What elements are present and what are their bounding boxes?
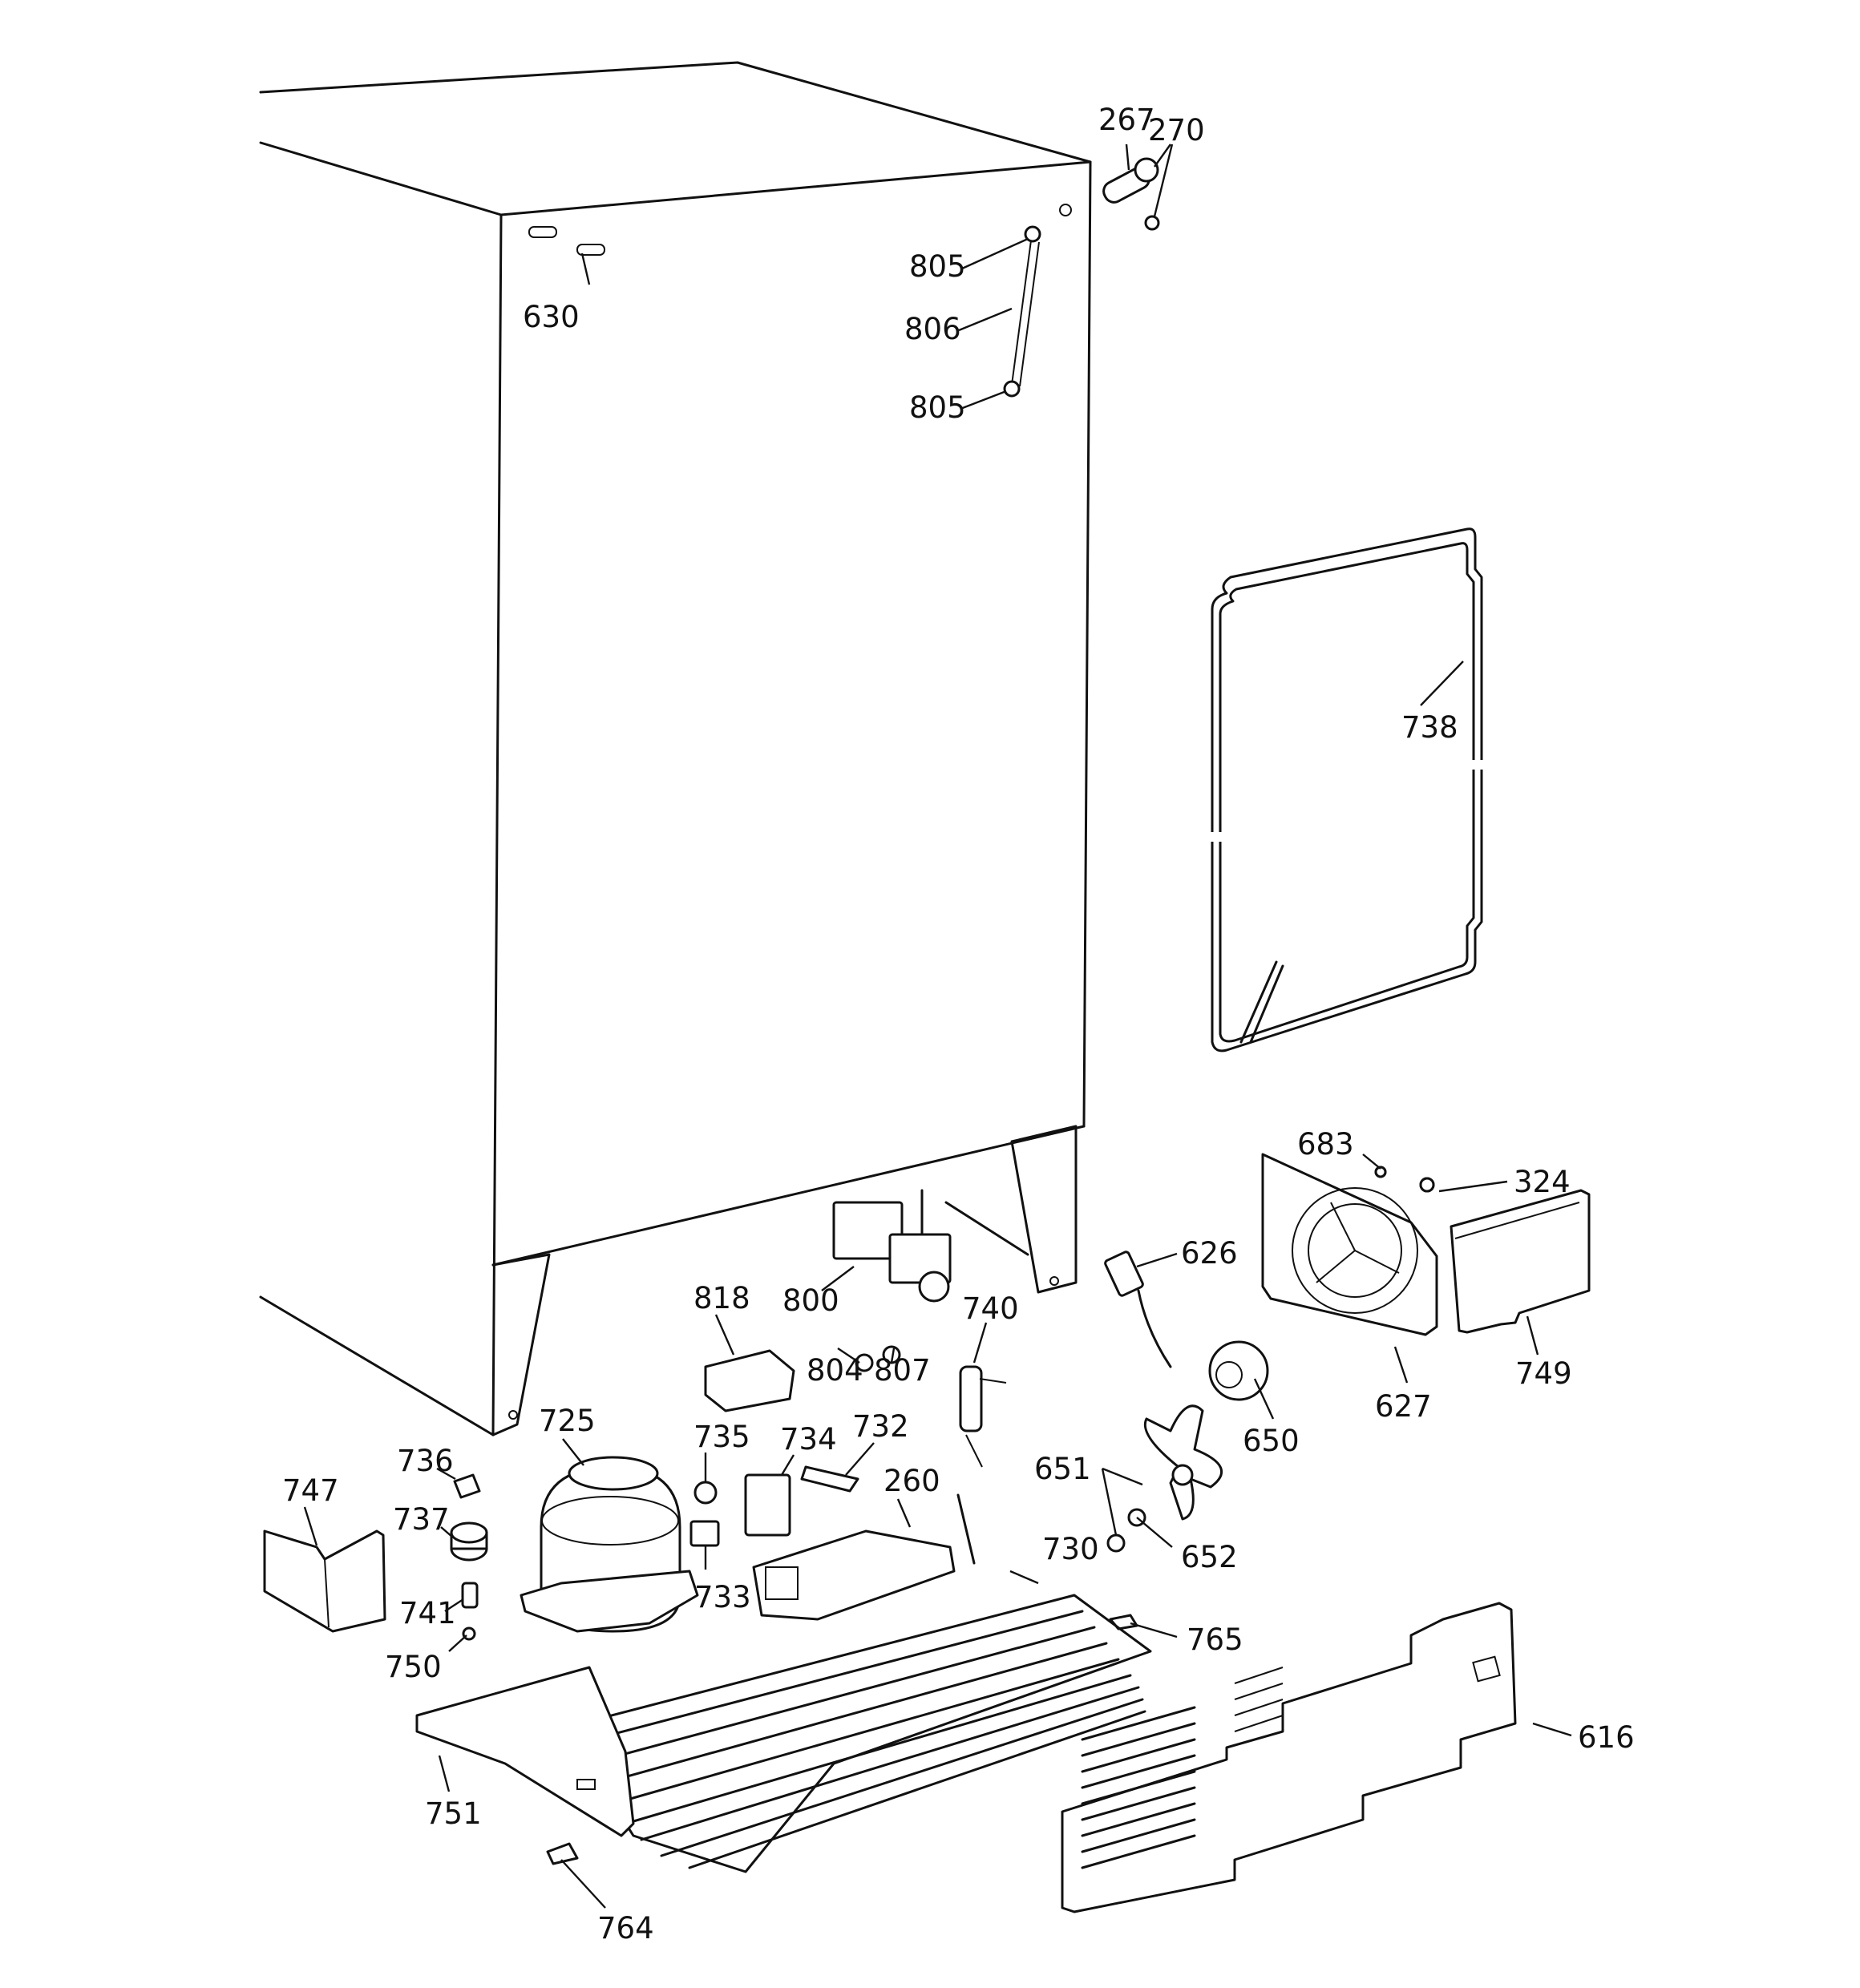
condenser-coils — [576, 1610, 1146, 1869]
label-741: 741 — [399, 1596, 456, 1630]
grommet-736 — [453, 1473, 481, 1499]
compressor-725 — [520, 1456, 699, 1633]
label-270: 270 — [1148, 113, 1205, 147]
label-747: 747 — [282, 1473, 339, 1508]
label-733: 733 — [694, 1580, 751, 1614]
cover-749 — [1450, 1189, 1591, 1334]
component-740 — [959, 1365, 1007, 1468]
label-765: 765 — [1187, 1622, 1243, 1657]
label-735: 735 — [693, 1420, 750, 1454]
leader-lines — [303, 143, 1572, 1909]
fan-shroud-627 — [1261, 1153, 1438, 1336]
clip-765 — [1109, 1614, 1138, 1630]
label-652: 652 — [1181, 1540, 1238, 1574]
base-pan-751 — [415, 1666, 635, 1837]
label-805-bottom: 805 — [909, 390, 966, 425]
label-804: 804 — [807, 1353, 863, 1388]
label-616: 616 — [1578, 1720, 1635, 1755]
part-labels: 267 270 630 805 806 805 738 683 324 626 … — [282, 103, 1635, 1946]
spacer-741 — [461, 1582, 479, 1609]
label-737: 737 — [393, 1502, 450, 1537]
clip-732 — [800, 1465, 859, 1493]
label-725: 725 — [539, 1404, 596, 1438]
drain-pan-260 — [752, 1529, 956, 1621]
relay-734 — [744, 1473, 791, 1537]
label-740: 740 — [962, 1291, 1019, 1326]
label-732: 732 — [852, 1409, 909, 1444]
grommet-737 — [450, 1521, 488, 1562]
label-800: 800 — [782, 1283, 839, 1318]
label-751: 751 — [425, 1796, 482, 1831]
label-626: 626 — [1181, 1236, 1238, 1271]
bracket-818 — [704, 1349, 795, 1412]
rear-grille-616 — [1061, 1602, 1517, 1913]
label-734: 734 — [780, 1422, 837, 1457]
label-807: 807 — [874, 1353, 931, 1388]
label-750: 750 — [385, 1650, 442, 1684]
label-324: 324 — [1514, 1165, 1571, 1199]
overload-733 — [689, 1520, 720, 1547]
label-736: 736 — [397, 1444, 454, 1478]
label-738: 738 — [1401, 710, 1458, 745]
grommet-735 — [693, 1481, 718, 1505]
water-valve-800 — [832, 1189, 952, 1372]
label-683: 683 — [1297, 1127, 1354, 1162]
label-805-top: 805 — [909, 249, 966, 284]
label-764: 764 — [597, 1911, 654, 1946]
label-650: 650 — [1243, 1424, 1300, 1458]
label-730: 730 — [1042, 1532, 1099, 1566]
label-260: 260 — [884, 1464, 940, 1498]
fan-motor-650 — [1208, 1340, 1269, 1401]
power-cord-626 — [1104, 1251, 1172, 1368]
label-267: 267 — [1098, 103, 1155, 137]
cover-747 — [263, 1529, 386, 1633]
screw-324 — [1419, 1177, 1435, 1193]
clip-764 — [546, 1842, 579, 1865]
refrigerator-cabinet — [259, 61, 1092, 1436]
fill-tube-fitting — [1102, 157, 1160, 231]
label-630: 630 — [523, 300, 580, 334]
label-818: 818 — [693, 1281, 750, 1315]
screw-683 — [1374, 1166, 1387, 1178]
label-749: 749 — [1515, 1356, 1572, 1391]
label-651: 651 — [1034, 1452, 1091, 1486]
label-627: 627 — [1375, 1389, 1432, 1424]
label-806: 806 — [904, 312, 961, 346]
grille-slots — [1081, 1667, 1284, 1869]
condenser-730 — [564, 1493, 1152, 1873]
heater-loop-738 — [1203, 527, 1485, 1053]
